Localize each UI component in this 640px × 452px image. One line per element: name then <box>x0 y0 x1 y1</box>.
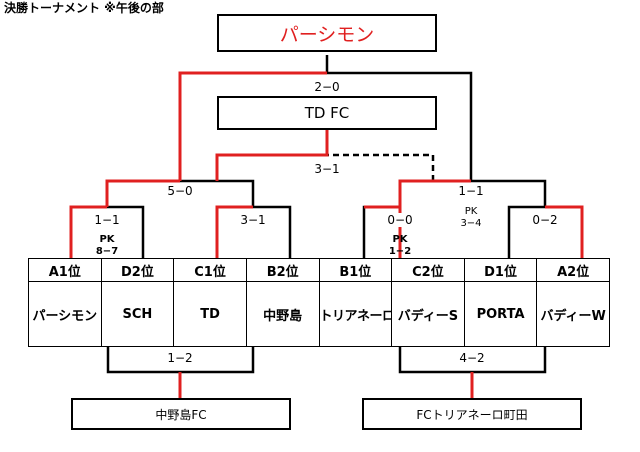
runner-up-box: TD FC <box>217 96 437 130</box>
champion-name: パーシモン <box>279 23 375 46</box>
qf1-pk-score: 8−7 <box>95 246 119 257</box>
team-name-cell: バディーS <box>391 281 465 347</box>
line-qf4-left <box>507 205 545 258</box>
place-left-winner: 中野島FC <box>155 407 207 422</box>
team-row: パーシモン SCH TD 中野島 トリアネーロ町田 バディーS PORTA バデ… <box>28 281 610 347</box>
line-final-right <box>325 55 473 181</box>
place-right-winner-box: FCトリアネーロ町田 <box>362 398 582 430</box>
runner-up-name: TD FC <box>304 104 350 122</box>
team-name-cell: トリアネーロ町田 <box>318 281 393 347</box>
line-semi-right-left <box>398 179 471 207</box>
line-semi-right-right <box>471 179 547 207</box>
semi-right-pk-score: 3−4 <box>460 218 482 229</box>
qf4-score: 0−2 <box>532 213 558 227</box>
seed-row: A1位 D2位 C1位 B2位 B1位 C2位 D1位 A2位 <box>28 258 610 282</box>
qf1-pk-label: PK <box>99 234 115 245</box>
qf1-score: 1−1 <box>94 213 120 227</box>
seed-cell: C1位 <box>173 258 247 282</box>
place-right-score: 4−2 <box>459 351 485 365</box>
team-name-cell: PORTA <box>463 281 538 347</box>
team-name-cell: 中野島 <box>245 281 320 347</box>
topsemi-score: 3−1 <box>314 162 340 176</box>
team-table: A1位 D2位 C1位 B2位 B1位 C2位 D1位 A2位 パーシモン SC… <box>28 258 610 347</box>
seed-cell: B2位 <box>245 258 320 282</box>
semi-right-score: 1−1 <box>458 184 484 198</box>
seed-cell: A2位 <box>536 258 610 282</box>
qf3-pk-label: PK <box>392 234 408 245</box>
place-left-score: 1−2 <box>167 351 193 365</box>
qf3-score: 0−0 <box>387 213 413 227</box>
line-semi-left-left <box>105 179 180 207</box>
seed-cell: C2位 <box>391 258 465 282</box>
page-title: 決勝トーナメント ※午後の部 <box>4 1 164 15</box>
line-qf1-right <box>107 205 145 258</box>
place-right-winner: FCトリアネーロ町田 <box>416 407 528 422</box>
place-left-winner-box: 中野島FC <box>71 398 291 430</box>
line-topsemi-right <box>327 153 435 181</box>
line-topsemi-left <box>215 130 329 181</box>
qf2-score: 3−1 <box>240 213 266 227</box>
qf3-pk-score: 1−2 <box>388 246 412 257</box>
team-name-cell: SCH <box>100 281 175 347</box>
team-name-cell: パーシモン <box>28 281 102 347</box>
seed-cell: D1位 <box>463 258 538 282</box>
line-winner-a1 <box>69 205 107 258</box>
seed-cell: D2位 <box>100 258 175 282</box>
line-winner-c1 <box>215 205 253 258</box>
team-name-cell: バディーW <box>536 281 610 347</box>
semi-right-pk-label: PK <box>464 206 478 217</box>
semi-left-score: 5−0 <box>167 184 193 198</box>
line-winner-a2 <box>545 205 584 258</box>
seed-cell: A1位 <box>28 258 102 282</box>
final-score: 2−0 <box>314 80 340 94</box>
champion-box: パーシモン <box>217 14 437 52</box>
line-qf2-right <box>253 205 292 258</box>
line-semi-left-right <box>180 179 255 207</box>
team-name-cell: TD <box>173 281 247 347</box>
line-left-semi-up <box>178 71 327 181</box>
seed-cell: B1位 <box>318 258 393 282</box>
